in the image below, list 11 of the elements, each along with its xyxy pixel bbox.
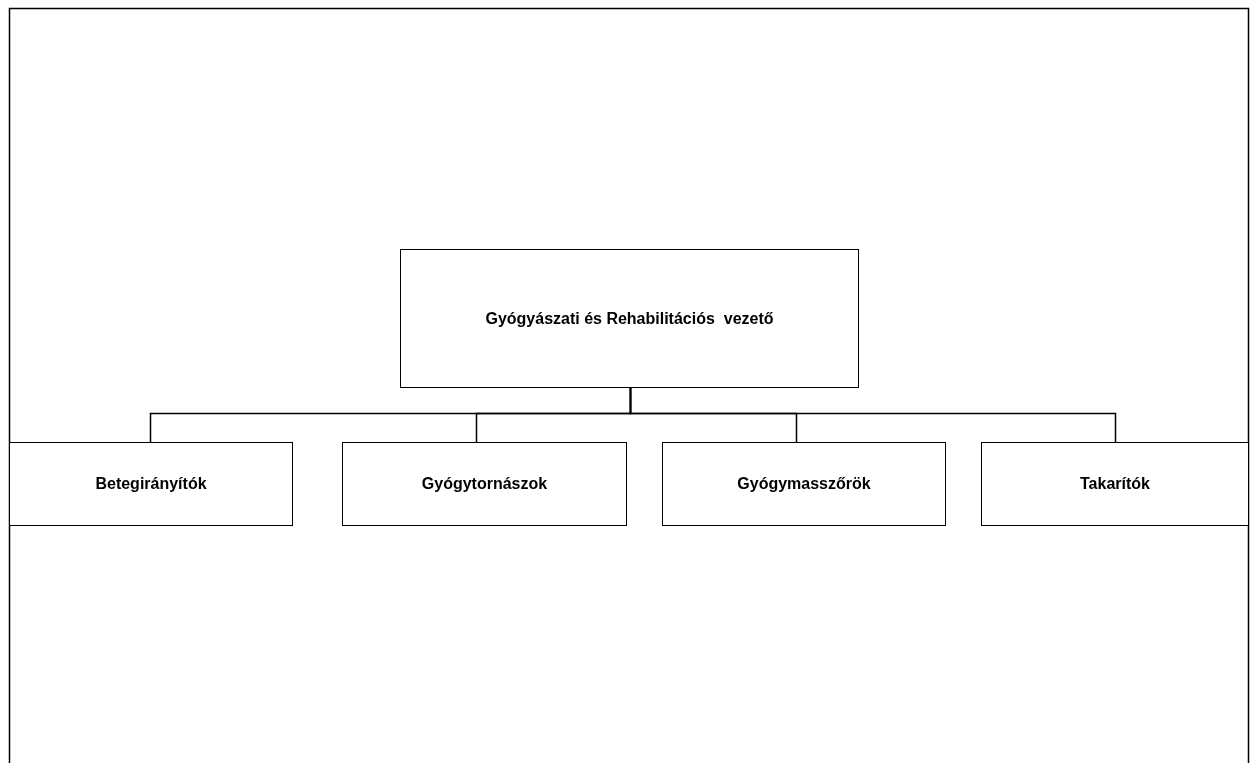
org-box bbox=[9, 442, 293, 526]
connector-line bbox=[629, 387, 1117, 443]
node-label: Gyógytornászok bbox=[421, 475, 548, 493]
node-label: Gyógymasszőrök bbox=[737, 475, 871, 493]
node-label: Gyógyászati és Rehabilitációs vezető bbox=[485, 309, 774, 328]
node-label: Takarítók bbox=[1080, 475, 1150, 493]
node-label: Betegirányítók bbox=[95, 475, 207, 493]
org-box bbox=[662, 442, 946, 526]
org-box bbox=[400, 249, 859, 388]
org-box bbox=[981, 442, 1249, 526]
org-box bbox=[342, 442, 627, 526]
